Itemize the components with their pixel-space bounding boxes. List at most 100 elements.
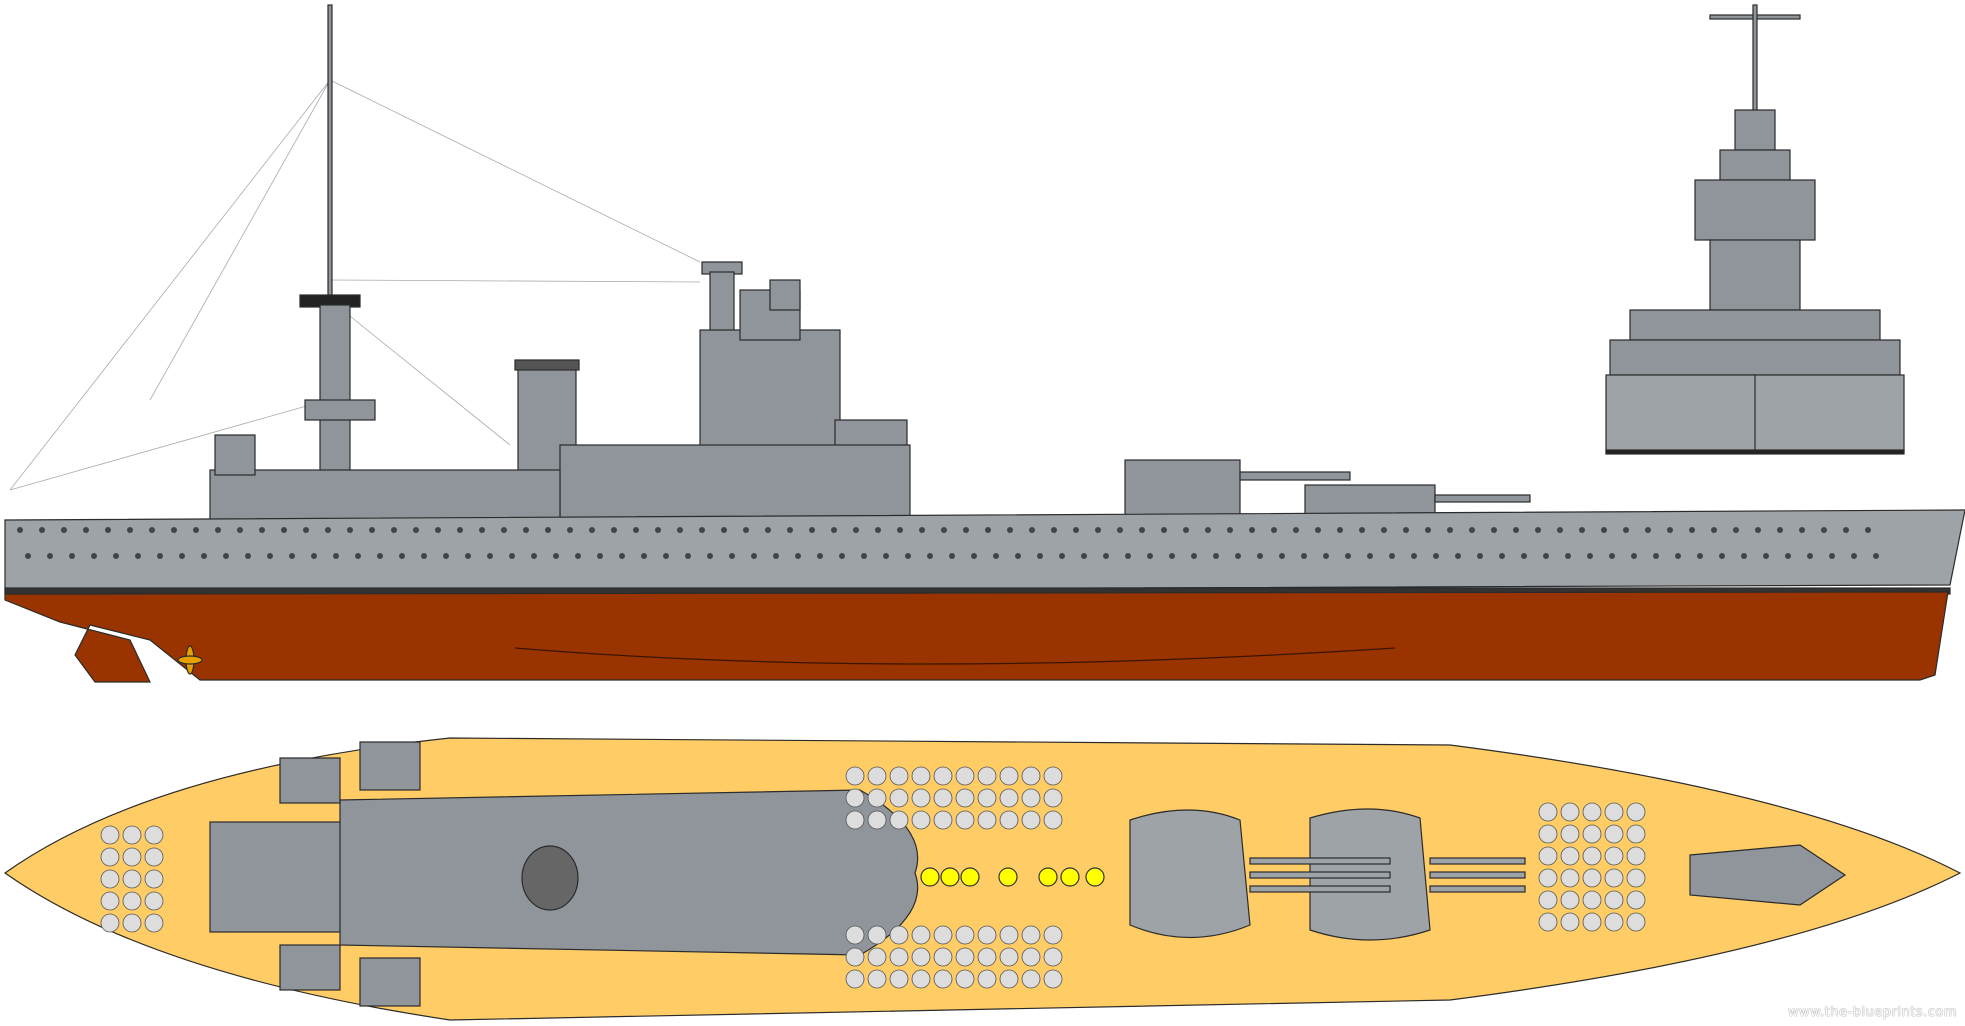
- porthole: [1799, 527, 1805, 533]
- porthole: [391, 527, 397, 533]
- deck-hatch: [867, 810, 887, 830]
- deck-hatch: [889, 925, 909, 945]
- porthole: [531, 553, 537, 559]
- porthole: [215, 527, 221, 533]
- porthole: [523, 527, 529, 533]
- porthole: [1697, 553, 1703, 559]
- deck-hatch: [955, 810, 975, 830]
- deck-hatch: [977, 788, 997, 808]
- deck-hatch: [955, 969, 975, 989]
- deck-hatch: [845, 788, 865, 808]
- deck-hatch: [1582, 890, 1602, 910]
- aft-superstructure: [209, 789, 919, 956]
- porthole: [1015, 553, 1021, 559]
- deck-hatch: [1604, 824, 1624, 844]
- porthole: [1829, 553, 1835, 559]
- deck-hatch: [1582, 846, 1602, 866]
- deck-hatch: [100, 913, 120, 933]
- porthole: [941, 527, 947, 533]
- deck-hatch: [100, 825, 120, 845]
- deck-hatch: [999, 766, 1019, 786]
- porthole: [1315, 527, 1321, 533]
- deck-hatch: [1538, 846, 1558, 866]
- porthole: [1785, 553, 1791, 559]
- porthole: [237, 527, 243, 533]
- porthole: [1675, 553, 1681, 559]
- deck-hatch: [1560, 802, 1580, 822]
- porthole: [699, 527, 705, 533]
- deck-hatch: [977, 947, 997, 967]
- deck-hatch: [1560, 846, 1580, 866]
- deck-hatch: [845, 969, 865, 989]
- porthole: [919, 527, 925, 533]
- porthole: [1631, 553, 1637, 559]
- deck-hatch: [1582, 868, 1602, 888]
- porthole: [399, 553, 405, 559]
- porthole: [83, 527, 89, 533]
- porthole: [1719, 553, 1725, 559]
- porthole: [1755, 527, 1761, 533]
- deck-hatch: [1626, 890, 1646, 910]
- porthole: [1865, 527, 1871, 533]
- porthole: [91, 553, 97, 559]
- deck-hatch: [144, 825, 164, 845]
- porthole: [1213, 553, 1219, 559]
- porthole: [355, 553, 361, 559]
- radiation-marker-icon: [960, 867, 980, 887]
- deck-hatch: [1626, 912, 1646, 932]
- porthole: [1763, 553, 1769, 559]
- deck-hatch: [845, 925, 865, 945]
- deck-hatch: [1582, 912, 1602, 932]
- deck-hatch: [955, 925, 975, 945]
- bridge-tower: [209, 261, 911, 521]
- porthole: [1587, 553, 1593, 559]
- deck-hatch: [1021, 969, 1041, 989]
- porthole: [545, 527, 551, 533]
- deck-hatch: [933, 925, 953, 945]
- propeller-icon: [177, 645, 203, 675]
- porthole: [509, 553, 515, 559]
- deck-hatch: [889, 766, 909, 786]
- porthole: [1359, 527, 1365, 533]
- deck-hatch: [1626, 846, 1646, 866]
- porthole: [487, 553, 493, 559]
- porthole: [553, 553, 559, 559]
- deck-hatch: [1538, 912, 1558, 932]
- porthole: [949, 553, 955, 559]
- porthole: [765, 527, 771, 533]
- porthole: [1535, 527, 1541, 533]
- porthole: [1411, 553, 1417, 559]
- deck-hatch: [1560, 868, 1580, 888]
- porthole: [729, 553, 735, 559]
- deck-hatch: [1604, 846, 1624, 866]
- deck-hatch: [1021, 810, 1041, 830]
- deck-hatch: [955, 947, 975, 967]
- porthole: [677, 527, 683, 533]
- deck-hatch: [867, 947, 887, 967]
- porthole: [1851, 553, 1857, 559]
- porthole: [611, 527, 617, 533]
- deck-hatch: [1626, 824, 1646, 844]
- deck-hatch: [977, 969, 997, 989]
- deck-hatch: [1043, 788, 1063, 808]
- top-plan-view: [3, 737, 1962, 1021]
- porthole: [875, 527, 881, 533]
- porthole: [1623, 527, 1629, 533]
- deck-hatch: [889, 810, 909, 830]
- deck-hatch: [845, 810, 865, 830]
- porthole: [245, 553, 251, 559]
- porthole: [25, 553, 31, 559]
- porthole: [311, 553, 317, 559]
- deck-hatch: [889, 788, 909, 808]
- deck-hatch: [1604, 868, 1624, 888]
- porthole: [1653, 553, 1659, 559]
- watermark: www.the-blueprints.com: [1787, 1005, 1957, 1020]
- turret-x: [1124, 459, 1351, 521]
- porthole: [1147, 553, 1153, 559]
- porthole: [47, 553, 53, 559]
- porthole: [1469, 527, 1475, 533]
- porthole: [333, 553, 339, 559]
- main-turrets: [1129, 808, 1526, 941]
- deck-hatch: [845, 766, 865, 786]
- porthole: [179, 553, 185, 559]
